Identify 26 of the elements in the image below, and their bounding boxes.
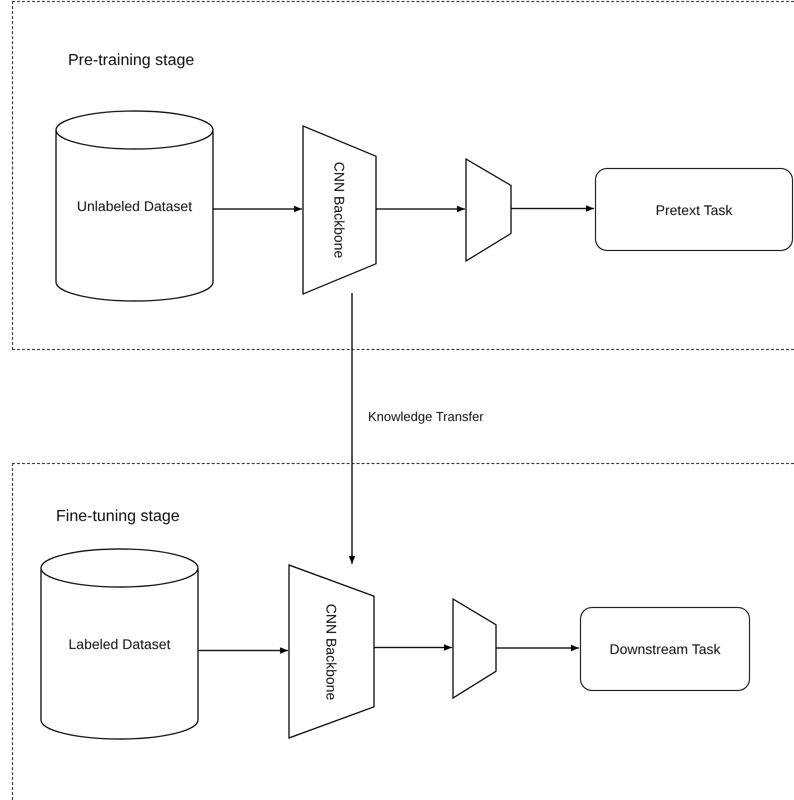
arrow	[212, 206, 302, 212]
arrow	[348, 293, 356, 564]
stage-panel	[12, 1, 794, 350]
node-label: CNN Backbone	[324, 603, 340, 700]
arrow	[375, 206, 465, 212]
dataset-cylinder	[56, 111, 213, 301]
backbone-trapezoid	[289, 565, 374, 738]
stage-title: Pre-training stage	[68, 52, 194, 70]
stage-panel	[12, 463, 794, 800]
arrow	[510, 205, 594, 212]
task-box	[595, 168, 793, 251]
arrow	[197, 647, 288, 654]
head-trapezoid	[453, 599, 496, 698]
edge-label: Knowledge Transfer	[368, 408, 484, 424]
node-label: Downstream Task	[610, 641, 720, 657]
dataset-cylinder	[41, 549, 198, 739]
stage-title: Fine-tuning stage	[56, 508, 180, 526]
node-label: CNN Backbone	[332, 162, 348, 258]
backbone-trapezoid	[303, 126, 376, 294]
task-box	[580, 607, 750, 691]
node-label: Pretext Task	[656, 202, 732, 218]
node-label: Labeled Dataset	[68, 636, 170, 652]
node-label: Unlabeled Dataset	[76, 198, 192, 214]
arrow	[373, 644, 452, 651]
arrow	[495, 644, 579, 652]
head-trapezoid	[466, 159, 511, 261]
